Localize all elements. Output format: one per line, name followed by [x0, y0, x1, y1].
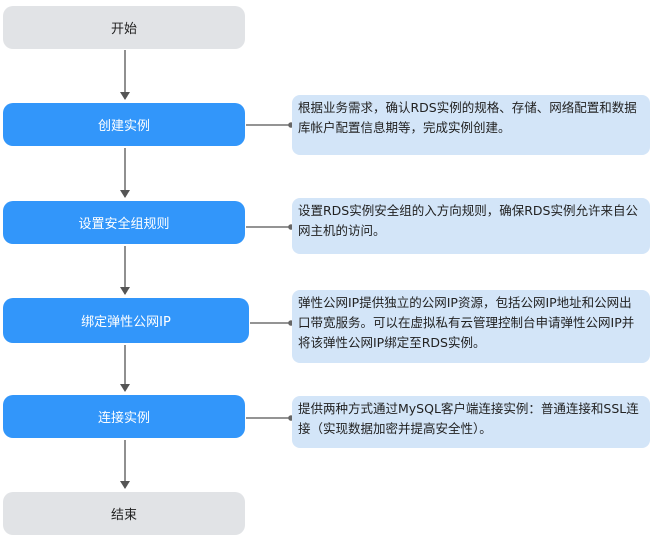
start-label: 开始: [110, 22, 137, 37]
step-security-group: 设置安全组规则: [3, 201, 245, 244]
note-create-instance: 根据业务需求，确认RDS实例的规格、存储、网络配置和数据库帐户配置信息期等，完成…: [292, 95, 650, 155]
note-security-group: 设置RDS实例安全组的入方向规则，确保RDS实例允许来自公网主机的访问。: [292, 198, 650, 254]
step-bind-eip: 绑定弹性公网IP: [3, 298, 249, 343]
note-connect-instance: 提供两种方式通过MySQL客户端连接实例：普通连接和SSL连接（实现数据加密并提…: [292, 396, 650, 448]
end-node: 结束: [3, 492, 245, 535]
step-label: 创建实例: [97, 119, 150, 134]
step-label: 设置安全组规则: [78, 217, 170, 232]
step-label: 连接实例: [97, 411, 150, 426]
step-connect-instance: 连接实例: [3, 395, 245, 438]
start-node: 开始: [3, 6, 245, 49]
end-label: 结束: [110, 508, 137, 523]
step-create-instance: 创建实例: [3, 103, 245, 146]
step-label: 绑定弹性公网IP: [81, 315, 171, 330]
note-bind-eip: 弹性公网IP提供独立的公网IP资源，包括公网IP地址和公网出口带宽服务。可以在虚…: [292, 290, 650, 363]
